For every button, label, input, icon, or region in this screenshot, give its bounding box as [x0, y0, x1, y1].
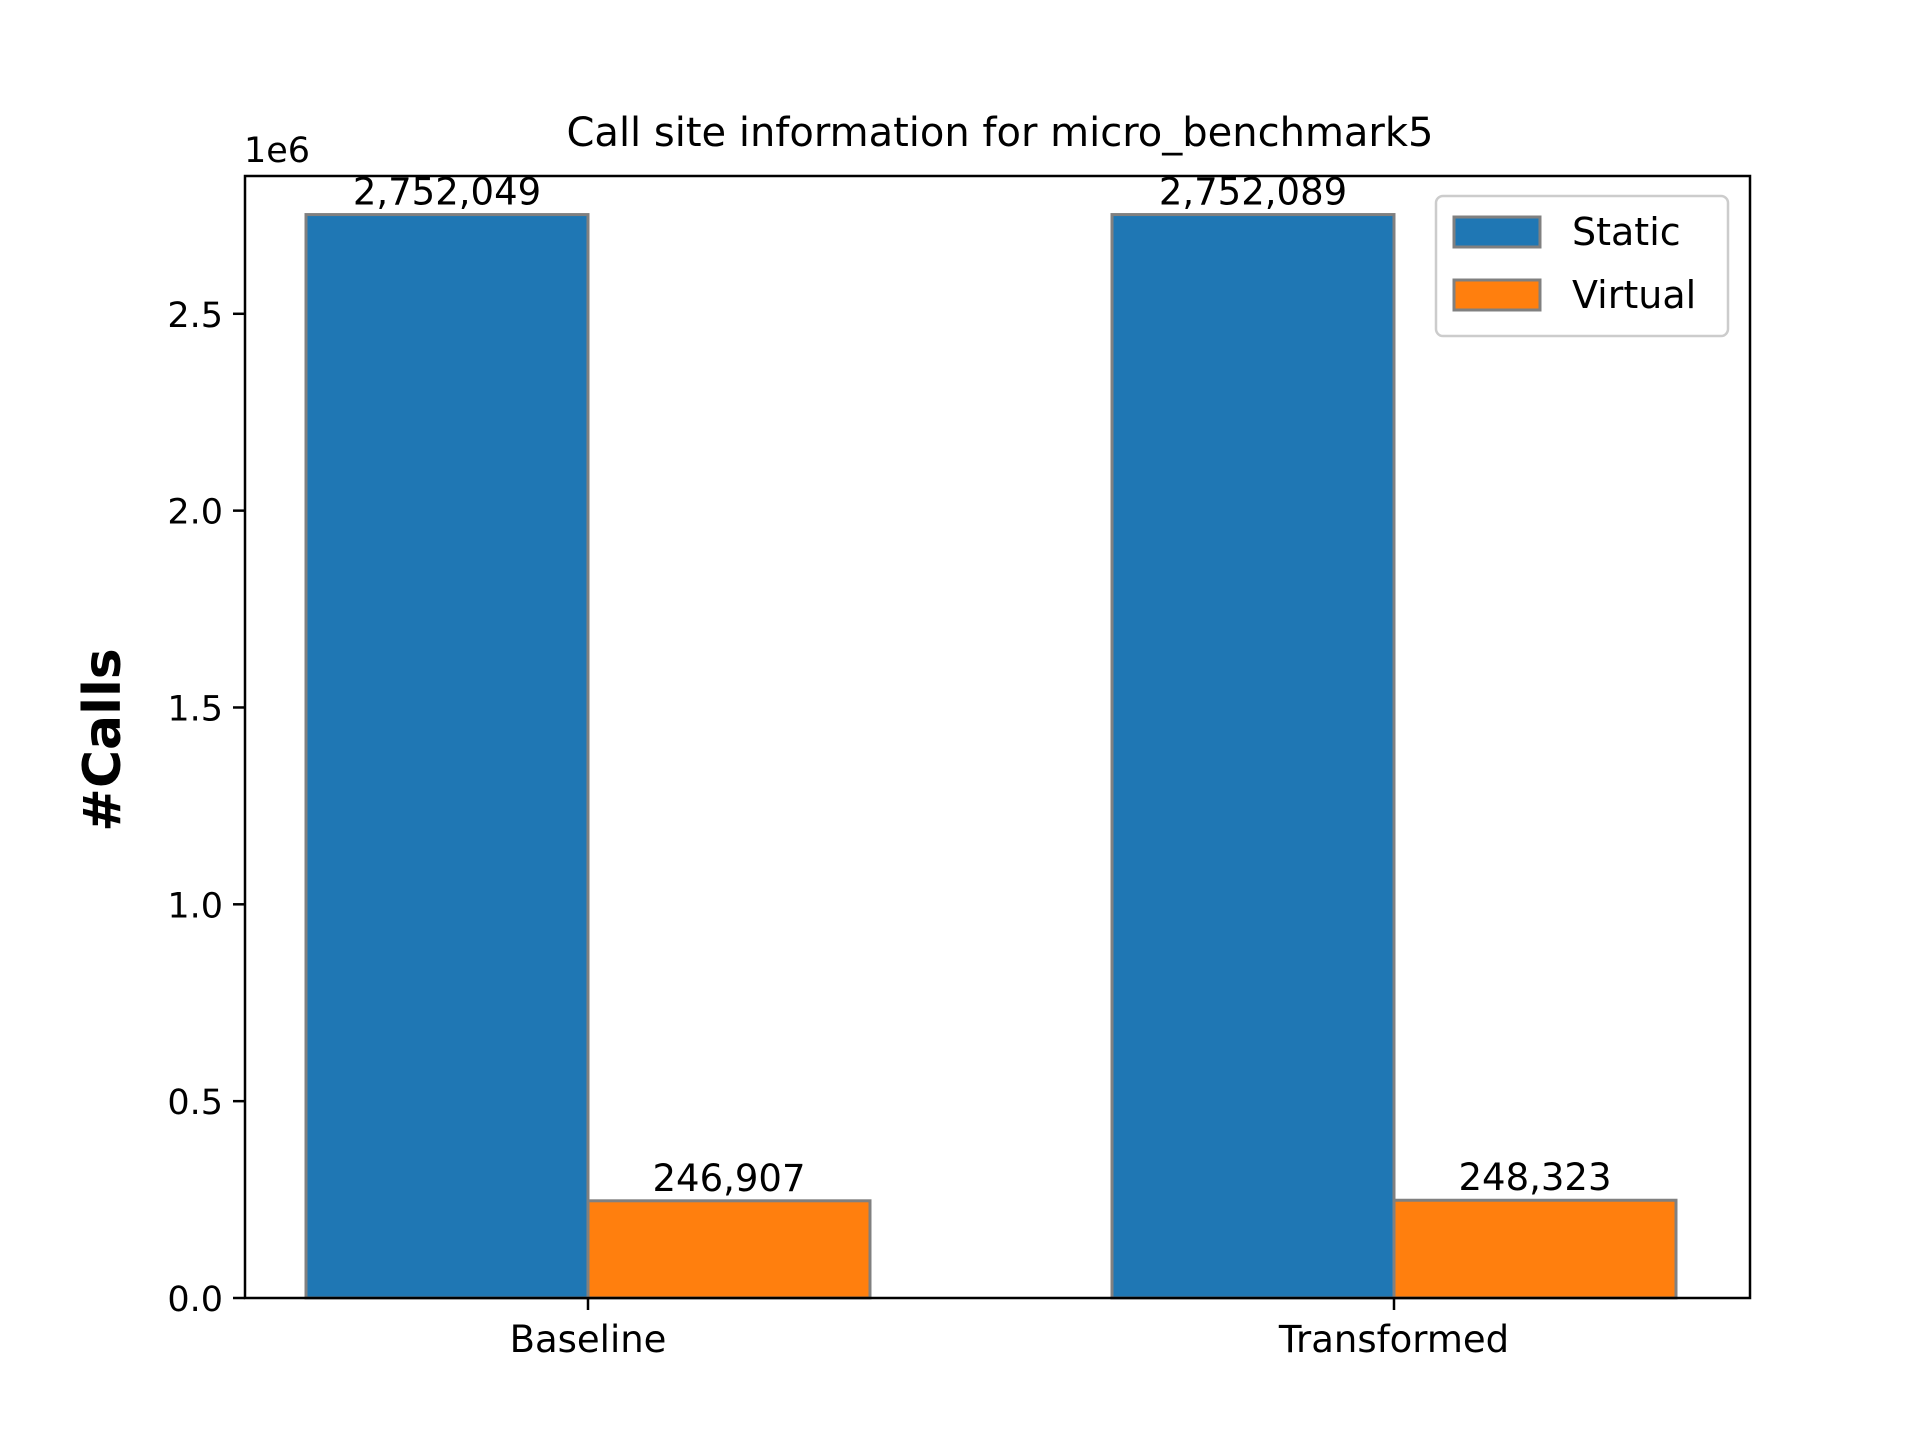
- bar-static-baseline: [304, 213, 590, 1300]
- chart-title: Call site information for micro_benchmar…: [567, 110, 1434, 156]
- y-axis-label: #Calls: [73, 648, 133, 831]
- data-label-virtual-transformed: 248,323: [1458, 1156, 1611, 1199]
- y-tick-label: 1.5: [167, 689, 223, 729]
- x-tick-label: Transformed: [1278, 1318, 1509, 1361]
- legend-swatch-static: [1452, 215, 1542, 249]
- bars-layer: 2,752,049 2,752,089 246,907 248,323: [304, 171, 1678, 1300]
- legend-label-static: Static: [1572, 210, 1681, 254]
- y-tick-label: 2.0: [167, 493, 223, 533]
- legend-label-virtual: Virtual: [1572, 273, 1696, 317]
- y-scale-label: 1e6: [244, 131, 310, 171]
- y-tick-label: 2.5: [167, 296, 223, 336]
- bar-virtual-baseline: [586, 1199, 872, 1300]
- y-tick-label: 1.0: [167, 886, 223, 926]
- legend-swatch-virtual: [1452, 278, 1542, 312]
- plot-frame: [243, 174, 1752, 1300]
- data-label-static-baseline: 2,752,049: [353, 171, 541, 214]
- data-label-static-transformed: 2,752,089: [1159, 171, 1347, 214]
- y-tick-label: 0.0: [167, 1280, 223, 1320]
- y-tick-label: 0.5: [167, 1083, 223, 1123]
- bar-static-transformed: [1110, 213, 1396, 1300]
- bar-virtual-transformed: [1392, 1198, 1678, 1300]
- x-tick-label: Baseline: [510, 1318, 667, 1361]
- data-label-virtual-baseline: 246,907: [652, 1157, 805, 1200]
